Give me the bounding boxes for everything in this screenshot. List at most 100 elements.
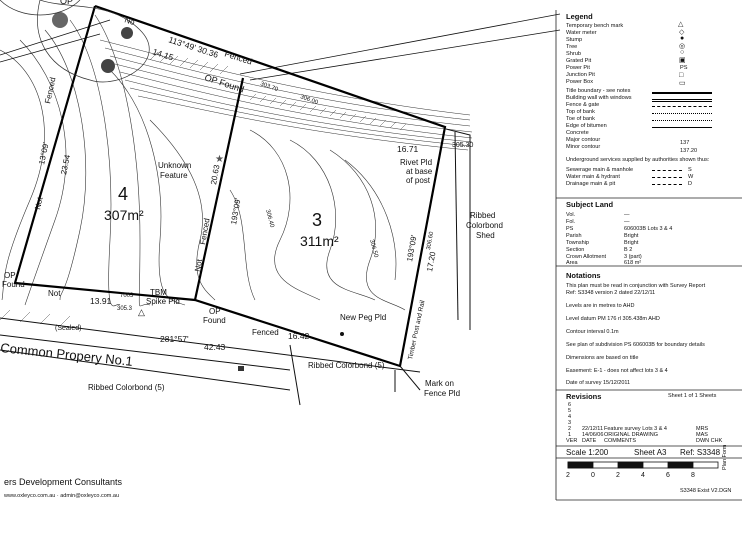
label-fenced-bottom: Fenced [252,328,279,337]
service-code: S [688,167,692,173]
drawing-file: S3348 Exist V2.DGN [680,488,732,494]
subject-key: Township [566,240,589,246]
drain-line [652,184,682,185]
subject-value: — [624,219,630,225]
subject-value: 606003B Lots 3 & 4 [624,226,673,232]
label-unknown-2: Feature [160,171,188,180]
notation-line: Dimensions are based on title [566,355,639,361]
revision-by: MAS [696,432,708,438]
tree-icon [52,12,68,28]
building-wall-line [652,99,712,102]
shrub-icon: ○ [680,49,685,56]
label-op-left-1: OP [4,271,16,280]
label-ribbed-left: Ribbed Colorbond (5) [88,383,165,392]
contour-306-50: 306.50 [368,239,379,259]
notation-line: Easement: E-1 - does not affect lots 3 &… [566,368,668,374]
lot4-area: 307m² [104,207,144,223]
subject-value: Bright [624,240,639,246]
legend-item: Building wall with windows [566,95,632,101]
dim-16-71: 16.71 [397,144,419,154]
subject-key: Section [566,247,585,253]
scale-tick: 0 [591,472,595,479]
legend-contour-major: 137 [680,140,690,146]
label-ribbed-right: Ribbed Colorbond (5) [308,361,385,370]
legend-item: Water meter [566,30,597,36]
dim-305-3: 305.3 [117,306,133,312]
top-bank-line [652,113,712,114]
scale-label: Scale 1:200 [566,448,609,457]
revision-header-by: DWN CHK [696,438,723,444]
notation-line: Contour interval 0.1m [566,329,619,335]
label-mark-fence-2: Fence Pld [424,389,460,398]
label-tbm-1: TBM [150,288,167,297]
revision-header-desc: COMMENTS [604,438,637,444]
label-sealed: (Sealed) [55,325,81,332]
service-code: D [688,181,693,187]
notation-line: Date of survey 15/12/2011 [566,380,631,386]
dim-42-43: 42.43 [204,342,226,352]
tree-icon: ◎ [679,43,686,50]
grated-pit-icon: ▣ [679,57,686,64]
revision-header-no: VER [566,438,578,444]
consultant-contact: www.oxleyco.com.au · admin@oxleyco.com.a… [3,493,119,499]
label-shed-1: Ribbed [470,211,495,220]
subject-key: Fol. [566,219,576,225]
shed-outline [445,128,471,330]
dim-14-15: 14.15 [151,46,175,62]
lot-boundaries [13,4,447,368]
service-item: Water main & hydrant [566,174,620,180]
subject-key: Area [566,260,578,266]
legend-item: Minor contour [566,144,601,150]
sheet-size: Sheet A3 [634,448,667,457]
tree-icon [121,27,133,39]
tree-icon [101,59,115,73]
toe-bank-line [652,120,712,121]
revisions-sheet: Sheet 1 of 1 Sheets [668,393,717,399]
subject-value: Bright [624,233,639,239]
legend-item: Top of bank [566,109,595,115]
subject-value: — [624,212,630,218]
dim-bearing-right: 193°09' [405,234,419,263]
label-shed-2: Colorbond [466,221,503,230]
drawing-ref: Ref: S3348 [680,448,721,457]
dim-13-91: 13.91 [90,296,112,306]
water-meter-icon: ◇ [679,29,685,36]
dim-bearing-mid: 193°09' [229,197,243,226]
hatch-area [0,51,407,327]
contour-lines [0,14,406,311]
dim-bearing-bottom: 281°57' [160,334,189,344]
contour-306-40: 306.40 [264,209,275,229]
contour-306-60: 306.60 [426,231,435,251]
dim-7003: 7003 [120,293,134,299]
label-op-left-2: Found [2,280,25,289]
label-not-left: Not [33,196,45,211]
label-rivet-3: of post [406,176,431,185]
plan-form-label: Plan Form [722,444,728,470]
subject-key: PS [566,226,574,232]
revision-no: 4 [568,414,572,420]
revision-desc: Feature survey Lots 3 & 4 [604,426,667,432]
label-mark-fence-1: Mark on [425,379,454,388]
revision-no: 3 [568,420,572,426]
stump-icon: ● [680,35,685,42]
service-item: Sewerage main & manhole [566,167,634,173]
notation-line: Ref: S3348 version 2 dated 22/12/11 [566,290,656,296]
label-new-peg: New Peg Pld [340,313,386,322]
revision-desc: ORIGINAL DRAWING [604,432,658,438]
dim-bearing-left: 13°09' [37,141,51,165]
legend-item: Grated Pit [566,58,592,64]
dim-bearing-top: 113°49' 30.36 [167,34,219,60]
notations-title: Notations [566,271,601,280]
legend-item: Temporary bench mark [566,23,624,29]
star-icon: ★ [215,154,224,165]
scale-tick: 2 [566,472,570,479]
label-not-mid: Not [193,258,204,273]
dim-20-63: 20.63 [209,164,221,186]
notation-line: See plan of subdivision PS 606003B for b… [566,342,705,348]
panel-frame [555,10,742,501]
label-fenced-left: Fenced [43,76,57,104]
subject-value: 618 m² [624,260,642,266]
power-box-icon: ▭ [679,80,686,87]
legend-item: Edge of bitumen [566,123,607,129]
